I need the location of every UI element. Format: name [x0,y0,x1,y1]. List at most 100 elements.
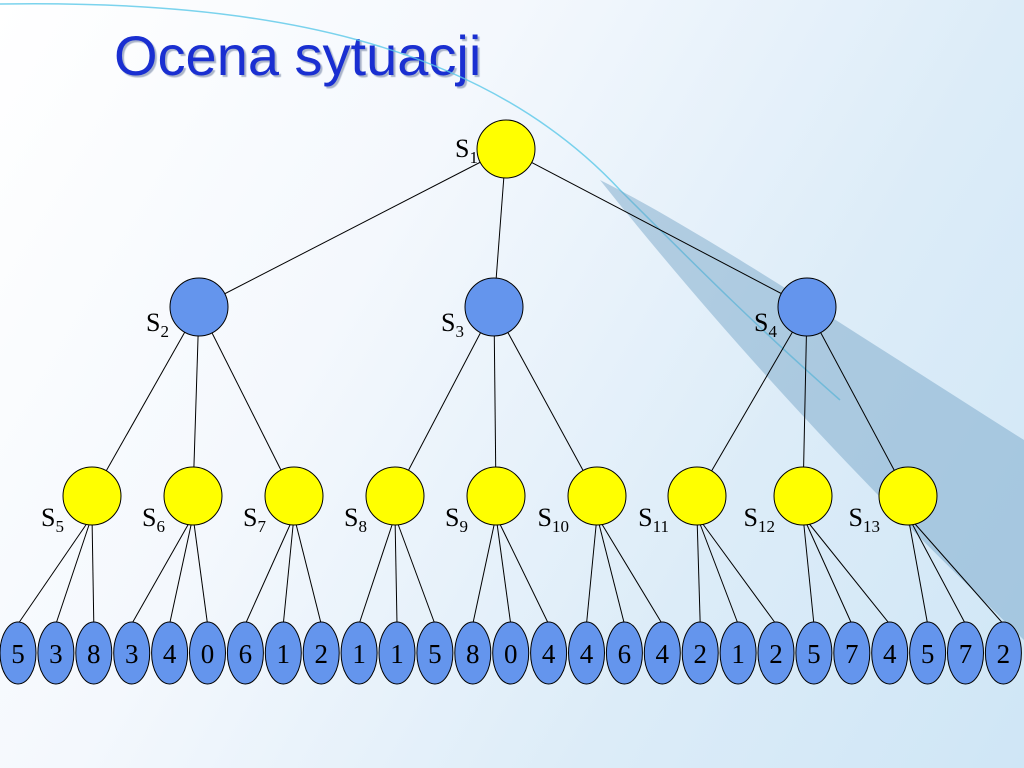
tree-edges [17,148,1004,625]
node-label-s6: S6 [142,503,165,536]
node-label-s7: S7 [243,503,266,536]
edge-s4-to-s12 [802,306,808,497]
edge-s7-to-leaf-8 [282,515,295,625]
edge-s12-to-leaf-23 [802,515,853,625]
edge-root-to-s2 [198,148,507,308]
node-label-s4: S4 [754,308,777,341]
node-label-s1: S1 [455,134,478,167]
leaf-value-5: 4 [163,639,177,669]
node-label-s11: S11 [638,503,669,536]
leaf-value-17: 6 [618,639,632,669]
leaf-value-1: 5 [11,639,25,669]
edge-s7-to-leaf-7 [244,515,295,625]
edge-s3-to-s9 [493,306,497,497]
leaf-value-23: 7 [845,639,859,669]
node-s5 [62,466,122,526]
leaf-node-8 [264,621,302,685]
leaf-value-26: 7 [959,639,973,669]
leaf-value-21: 2 [769,639,783,669]
edge-s10-to-leaf-16 [586,515,598,625]
leaf-value-27: 2 [997,639,1011,669]
leaf-node-7 [226,621,264,685]
leaf-node-17 [605,621,643,685]
node-s3 [464,277,524,337]
leaf-value-12: 5 [428,639,442,669]
leaf-node-25 [909,621,947,685]
node-label-s10: S10 [538,503,569,536]
leaf-node-10 [340,621,378,685]
leaf-value-19: 2 [693,639,707,669]
leaf-value-3: 8 [87,639,101,669]
leaf-node-26 [947,621,984,685]
edge-s8-to-leaf-11 [394,515,398,625]
node-label-s13: S13 [849,503,880,536]
node-label-s5: S5 [41,503,64,536]
leaf-node-9 [302,621,340,685]
node-s8 [365,466,425,526]
leaf-value-22: 5 [807,639,821,669]
node-label-s8: S8 [344,503,367,536]
edge-root-to-s4 [505,148,808,308]
leaf-value-16: 4 [580,639,594,669]
node-s9 [466,466,526,526]
leaf-node-27 [984,621,1022,685]
edge-s11-to-leaf-19 [696,515,701,625]
leaf-node-22 [795,621,833,685]
leaf-node-14 [492,621,530,685]
leaf-value-10: 1 [352,639,366,669]
edge-s9-to-leaf-14 [495,515,512,625]
node-label-s9: S9 [445,503,468,536]
edge-s6-to-leaf-6 [192,515,208,625]
leaf-node-21 [757,621,795,685]
leaf-node-16 [568,621,605,685]
edge-s8-to-leaf-12 [394,515,436,625]
edge-s6-to-leaf-4 [131,515,194,625]
edge-s9-to-leaf-13 [472,515,497,625]
leaf-node-1 [0,621,37,685]
leaf-node-6 [189,621,226,685]
edge-s11-to-leaf-20 [696,515,739,625]
node-s11 [667,466,727,526]
leaf-value-15: 4 [542,639,556,669]
decor-arc-line [0,2,841,401]
leaf-node-23 [833,621,871,685]
edge-s2-to-s6 [192,306,200,497]
edge-s4-to-s11 [696,306,808,497]
leaf-value-11: 1 [390,639,404,669]
leaf-node-18 [643,621,681,685]
leaf-value-9: 2 [314,639,328,669]
leaf-value-25: 5 [921,639,935,669]
leaf-value-24: 4 [883,639,897,669]
leaf-node-5 [151,621,189,685]
node-label-s2: S2 [146,308,169,341]
leaf-node-13 [454,621,492,685]
node-s4 [777,277,837,337]
leaf-value-18: 4 [656,639,670,669]
edge-s13-to-leaf-26 [907,515,966,625]
leaf-node-19 [681,621,719,685]
node-s2 [169,277,229,337]
leaf-node-12 [416,621,454,685]
edge-s2-to-s7 [198,306,295,497]
leaf-value-20: 1 [731,639,745,669]
node-label-s12: S12 [744,503,775,536]
edge-s2-to-s5 [91,306,200,497]
leaf-value-8: 1 [277,639,291,669]
leaf-node-3 [75,621,113,685]
leaf-node-11 [378,621,416,685]
edge-s12-to-leaf-24 [802,515,891,625]
node-label-s3: S3 [441,308,464,341]
node-s1 [476,119,536,179]
decor-shadow-band [600,180,1024,640]
edge-s13-to-leaf-27 [907,515,1004,625]
edge-s4-to-s13 [806,306,909,497]
node-s6 [163,466,223,526]
leaf-value-14: 0 [504,639,518,669]
node-s12 [773,466,833,526]
node-s13 [878,466,938,526]
leaf-value-4: 3 [125,639,139,669]
leaf-value-6: 0 [201,639,215,669]
